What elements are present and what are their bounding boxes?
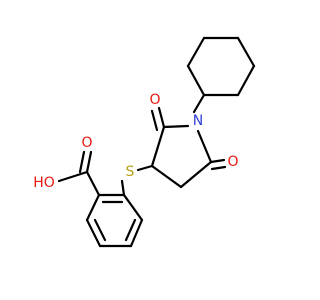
bond — [136, 164, 154, 172]
bond — [120, 179, 126, 197]
oxygen-label-carbonyl: O — [81, 135, 92, 151]
sulfur-label: S — [126, 164, 135, 180]
bond — [210, 165, 227, 171]
bond — [85, 150, 93, 174]
bond — [196, 129, 213, 164]
hydroxyl-label: HO — [33, 175, 55, 191]
bond — [150, 125, 166, 168]
bond — [78, 150, 86, 174]
bond — [150, 109, 159, 132]
bond — [85, 170, 101, 197]
bond-lines — [57, 36, 256, 248]
bond — [236, 64, 256, 97]
molecule-diagram: N O O S O HO — [33, 36, 256, 248]
bond — [192, 93, 206, 114]
bond — [122, 193, 144, 222]
bond — [93, 218, 107, 242]
bond — [124, 218, 137, 242]
bond — [186, 36, 206, 68]
oxygen-label-upper: O — [149, 92, 160, 108]
bond — [157, 106, 166, 129]
nitrogen-label: N — [193, 113, 203, 129]
bond — [179, 160, 213, 189]
oxygen-label-right: O — [227, 154, 238, 170]
bond — [209, 158, 226, 164]
bond — [162, 124, 190, 129]
bond — [57, 170, 89, 183]
bond — [129, 218, 144, 248]
bond — [186, 64, 206, 97]
atom-labels: N O O S O HO — [33, 92, 238, 191]
bond — [236, 36, 256, 68]
bond — [85, 218, 102, 248]
bond — [85, 193, 101, 222]
bond — [150, 164, 183, 189]
